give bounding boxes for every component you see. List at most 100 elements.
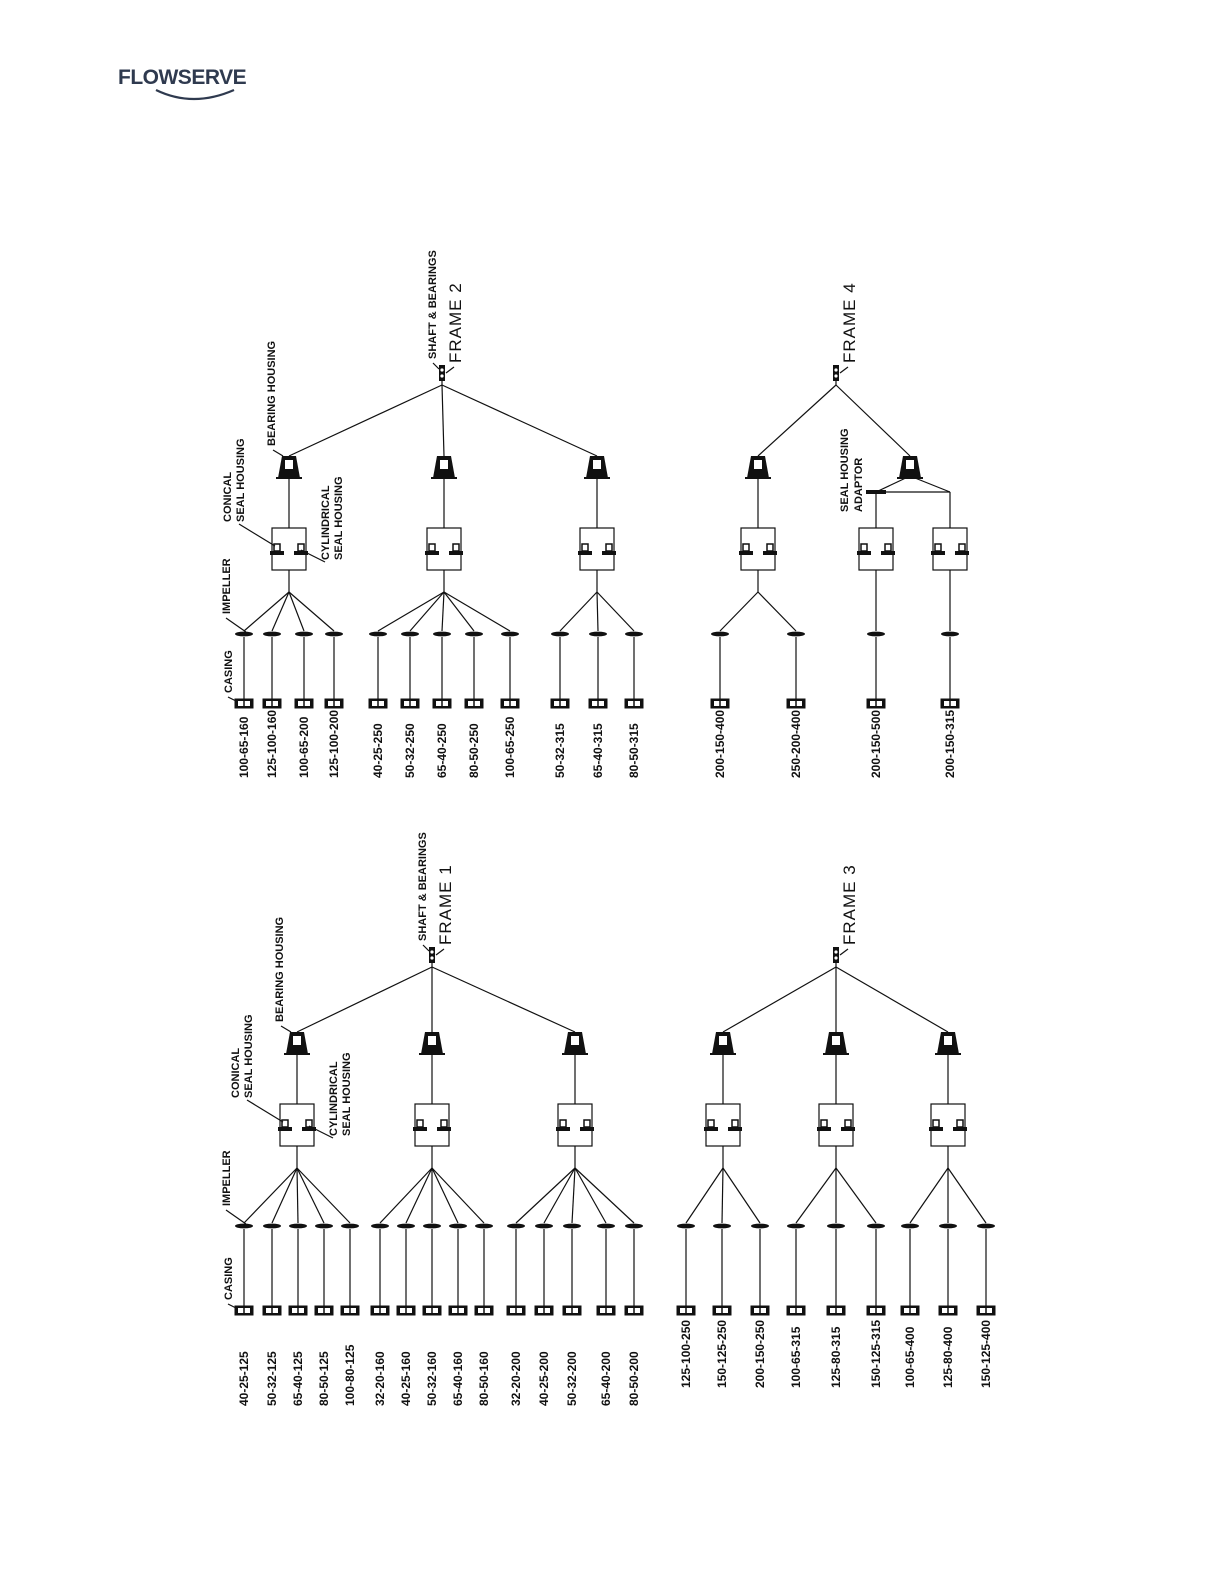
casing-icon bbox=[712, 1305, 732, 1316]
cylindrical-seal-label: SEAL HOUSING bbox=[333, 476, 345, 560]
impeller-icon bbox=[325, 631, 343, 637]
model-label: 100-65-250 bbox=[503, 716, 517, 778]
bearing-housing-label: BEARING HOUSING bbox=[274, 917, 286, 1022]
conical-seal-housing-icon bbox=[739, 543, 753, 555]
impeller-fan-line bbox=[271, 591, 290, 632]
model-label: 32-20-200 bbox=[509, 1351, 523, 1406]
casing-icon bbox=[900, 1305, 920, 1316]
frame-label: FRAME 1 bbox=[436, 864, 455, 945]
casing-leader-line bbox=[227, 1303, 237, 1309]
impeller-fan-line bbox=[409, 591, 445, 632]
model-label: 125-80-400 bbox=[941, 1326, 955, 1388]
impeller-icon bbox=[713, 1223, 731, 1229]
model-label: 50-32-125 bbox=[265, 1351, 279, 1406]
casing-icon bbox=[588, 698, 608, 709]
cylindrical-seal-housing-icon bbox=[763, 543, 777, 555]
casing-icon bbox=[324, 698, 344, 709]
conical-seal-label: CONICAL bbox=[230, 1048, 242, 1098]
impeller-icon bbox=[597, 1223, 615, 1229]
casing-icon bbox=[340, 1305, 360, 1316]
impeller-icon bbox=[475, 1223, 493, 1229]
cylindrical-seal-housing-icon bbox=[437, 1119, 451, 1131]
cylindrical-seal-label: CYLINDRICAL bbox=[320, 485, 332, 560]
impeller-icon bbox=[289, 1223, 307, 1229]
swoosh-logo-icon bbox=[155, 88, 235, 101]
casing-icon bbox=[624, 698, 644, 709]
casing-icon bbox=[534, 1305, 554, 1316]
casing-icon bbox=[288, 1305, 308, 1316]
impeller-icon bbox=[263, 631, 281, 637]
cylindrical-seal-housing-icon bbox=[580, 1119, 594, 1131]
model-label: 200-150-250 bbox=[753, 1320, 767, 1388]
impeller-icon bbox=[625, 1223, 643, 1229]
cylindrical-seal-housing-icon bbox=[881, 543, 895, 555]
shaft-bearings-label: SHAFT & BEARINGS bbox=[427, 250, 439, 359]
casing-icon bbox=[786, 1305, 806, 1316]
bearing-housing-icon bbox=[745, 456, 771, 479]
impeller-fan-line bbox=[431, 1167, 485, 1224]
casing-icon bbox=[940, 698, 960, 709]
impeller-icon bbox=[401, 631, 419, 637]
bearing-leader-line bbox=[272, 449, 284, 457]
model-label: 100-80-125 bbox=[343, 1344, 357, 1406]
impeller-fan-line bbox=[431, 1167, 459, 1224]
casing-icon bbox=[400, 698, 420, 709]
bearing-housing-icon bbox=[935, 1032, 961, 1055]
casing-icon bbox=[624, 1305, 644, 1316]
impeller-fan-line bbox=[296, 1167, 299, 1224]
impeller-icon bbox=[551, 631, 569, 637]
seal-housing-box bbox=[426, 527, 462, 571]
model-label: 80-50-250 bbox=[467, 723, 481, 778]
shaft-bearings-icon bbox=[833, 365, 839, 381]
casing-icon bbox=[676, 1305, 696, 1316]
seal-housing-box bbox=[557, 1103, 593, 1147]
impeller-icon bbox=[501, 631, 519, 637]
casing-label: CASING bbox=[223, 1257, 235, 1300]
impeller-icon bbox=[341, 1223, 359, 1229]
casing-icon bbox=[294, 698, 314, 709]
conical-seal-housing-icon bbox=[556, 1119, 570, 1131]
impeller-fan-line bbox=[443, 591, 475, 632]
conical-seal-housing-icon bbox=[578, 543, 592, 555]
casing-icon bbox=[866, 1305, 886, 1316]
logo-text: FLOWSERVE bbox=[118, 66, 247, 89]
cylindrical-leader-line bbox=[308, 1125, 334, 1139]
frame-label: FRAME 4 bbox=[840, 282, 859, 363]
impeller-icon bbox=[433, 631, 451, 637]
bearing-shaft-line bbox=[722, 966, 837, 1033]
conical-seal-label: SEAL HOUSING bbox=[243, 1014, 255, 1098]
frame-leader-line bbox=[445, 366, 455, 374]
impeller-fan-line bbox=[377, 591, 445, 632]
impeller-fan-line bbox=[243, 1167, 298, 1224]
seal-housing-adaptor-label: SEAL HOUSING bbox=[839, 428, 851, 512]
casing-icon bbox=[262, 1305, 282, 1316]
cylindrical-seal-housing-icon bbox=[728, 1119, 742, 1131]
model-label: 100-65-200 bbox=[297, 716, 311, 778]
model-label: 65-40-200 bbox=[599, 1351, 613, 1406]
casing-icon bbox=[596, 1305, 616, 1316]
cylindrical-seal-housing-icon bbox=[602, 543, 616, 555]
impeller-icon bbox=[295, 631, 313, 637]
conical-leader-line bbox=[238, 523, 276, 547]
conical-seal-housing-icon bbox=[931, 543, 945, 555]
conical-seal-label: CONICAL bbox=[222, 472, 234, 522]
bearing-housing-icon bbox=[823, 1032, 849, 1055]
model-label: 40-25-200 bbox=[537, 1351, 551, 1406]
cylindrical-seal-label: SEAL HOUSING bbox=[341, 1052, 353, 1136]
model-label: 50-32-315 bbox=[553, 723, 567, 778]
seal-housing-box bbox=[414, 1103, 450, 1147]
impeller-icon bbox=[263, 1223, 281, 1229]
casing-icon bbox=[500, 698, 520, 709]
casing-icon bbox=[826, 1305, 846, 1316]
impeller-icon bbox=[787, 631, 805, 637]
bearing-shaft-line bbox=[835, 384, 911, 457]
impeller-fan-line bbox=[515, 1167, 576, 1224]
model-label: 50-32-160 bbox=[425, 1351, 439, 1406]
model-label: 80-50-200 bbox=[627, 1351, 641, 1406]
frame-leader-line bbox=[839, 366, 849, 374]
casing-icon bbox=[368, 698, 388, 709]
impeller-icon bbox=[751, 1223, 769, 1229]
casing-icon bbox=[866, 698, 886, 709]
casing-icon bbox=[710, 698, 730, 709]
impeller-icon bbox=[901, 1223, 919, 1229]
